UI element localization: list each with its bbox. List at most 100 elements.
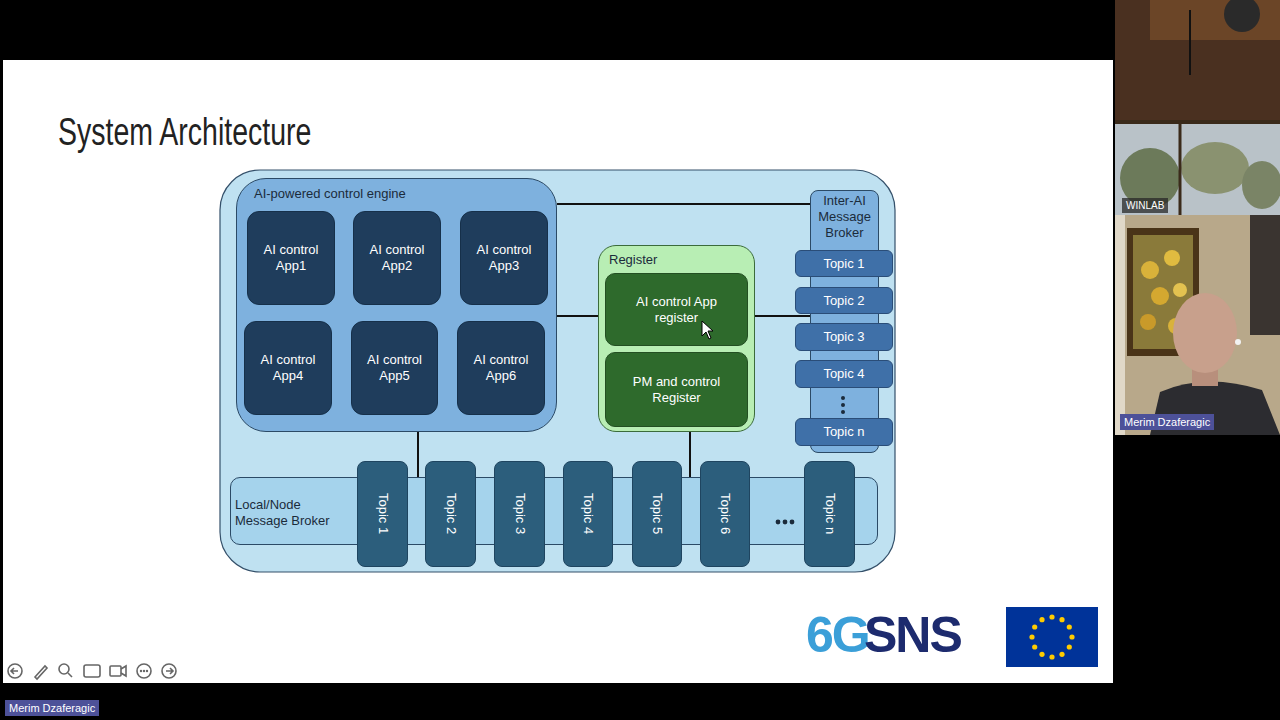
video-tree xyxy=(1242,161,1280,209)
box-label: Topic 1 xyxy=(375,493,391,534)
box-label: AI control App5 xyxy=(358,352,431,384)
register-group: RegisterAI control App registerPM and co… xyxy=(598,245,755,432)
speaker-head xyxy=(1173,293,1237,373)
logo-text: 6G xyxy=(806,607,869,663)
box-label: PM and control Register xyxy=(616,374,737,406)
toolbar-zoom xyxy=(59,664,69,674)
control-app: AI control App4 xyxy=(244,321,332,415)
video-cord xyxy=(1189,10,1191,75)
system-container xyxy=(220,170,895,572)
control-app: AI control App5 xyxy=(351,321,438,415)
sunflower xyxy=(1164,250,1180,266)
toolbar-pen xyxy=(35,666,47,679)
dot xyxy=(143,670,145,672)
eu-stars xyxy=(1029,614,1074,659)
dot xyxy=(841,396,845,400)
toolbar-captions xyxy=(84,665,100,677)
topic-box: Topic 3 xyxy=(494,461,545,567)
star xyxy=(1032,644,1037,649)
sunflower xyxy=(1140,314,1156,330)
sunflower xyxy=(1173,283,1187,297)
dot xyxy=(776,520,781,525)
sunflower xyxy=(1141,261,1159,279)
box-label: Topic 3 xyxy=(512,493,528,534)
mouse-cursor xyxy=(702,321,713,339)
star xyxy=(1059,617,1064,622)
slide-toolbar xyxy=(8,664,176,679)
video-window-frame xyxy=(1115,120,1280,124)
topic-box: Topic 3 xyxy=(795,323,893,351)
topic-box: Topic 5 xyxy=(632,461,682,567)
box-label: Topic 4 xyxy=(580,493,596,534)
connector-line xyxy=(557,203,810,205)
toolbar-next xyxy=(162,664,176,678)
group-heading: Register xyxy=(609,252,657,268)
dot xyxy=(146,670,148,672)
box-label: Topic 1 xyxy=(823,256,864,272)
connector-line xyxy=(755,315,810,317)
control-engine: AI-powered control engine AI control App1… xyxy=(236,178,557,432)
box-label: AI control App4 xyxy=(251,352,325,384)
control-app: AI control App3 xyxy=(460,211,548,305)
box-label: Topic 2 xyxy=(823,293,864,309)
toolbar-camera-lens xyxy=(121,666,126,676)
eu-flag xyxy=(1006,607,1098,667)
toolbar-next-arrow xyxy=(166,668,173,674)
group-heading: Inter-AI Message Broker xyxy=(811,193,878,241)
connector-line xyxy=(689,432,691,477)
topic-box: Topic 4 xyxy=(563,461,613,567)
control-app: AI control App6 xyxy=(457,321,545,415)
box-label: Topic n xyxy=(823,424,864,440)
box-label: Topic 4 xyxy=(823,366,864,382)
toolbar-zoom-handle xyxy=(68,673,72,677)
video-lamp xyxy=(1224,0,1260,32)
speaker-name-tag: Merim Dzaferagic xyxy=(1120,414,1214,430)
star xyxy=(1039,652,1044,657)
star xyxy=(1029,634,1034,639)
slide-area xyxy=(3,60,1113,683)
box-label: Topic 6 xyxy=(717,493,733,534)
toolbar-camera xyxy=(110,666,121,676)
dot xyxy=(790,520,795,525)
video-wall xyxy=(1115,215,1280,435)
message-broker-band: Local/Node Message Broker Topic 1 Topic 2 T… xyxy=(230,477,878,545)
video-beam xyxy=(1150,0,1280,40)
logo-text: SNS xyxy=(864,607,961,663)
control-app: AI control App1 xyxy=(247,211,335,305)
video-window-frame xyxy=(1179,122,1182,215)
box-label: AI control App1 xyxy=(254,242,328,274)
topic-box: Topic 1 xyxy=(357,461,408,567)
message-broker: Inter-AI Message BrokerTopic 1 Topic 2 Top… xyxy=(810,190,879,453)
box-label: Topic 2 xyxy=(443,493,459,534)
star xyxy=(1049,614,1054,619)
dot xyxy=(841,410,845,414)
topic-box: Topic 2 xyxy=(425,461,476,567)
dot xyxy=(841,403,845,407)
toolbar-more xyxy=(137,664,151,678)
group-heading: Local/Node Message Broker xyxy=(235,497,345,529)
topic-box: Topic 1 xyxy=(795,250,893,277)
dot xyxy=(783,520,788,525)
star xyxy=(1039,617,1044,622)
slide-title: System Architecture xyxy=(58,110,311,154)
box-label: AI control App2 xyxy=(360,242,434,274)
star xyxy=(1032,624,1037,629)
video-wall-light xyxy=(1115,215,1125,435)
group-heading: AI-powered control engine xyxy=(254,186,406,202)
toolbar-back xyxy=(8,664,22,678)
toolbar-back-arrow xyxy=(11,668,18,674)
box-label: AI control App3 xyxy=(467,242,541,274)
video-source-tag: WINLAB xyxy=(1122,198,1168,213)
sunflower xyxy=(1151,287,1169,305)
connector-line xyxy=(557,315,598,317)
star xyxy=(1067,644,1072,649)
dot xyxy=(140,670,142,672)
star xyxy=(1059,652,1064,657)
topic-box: Topic n xyxy=(804,461,855,567)
topic-box: Topic 4 xyxy=(795,360,893,388)
control-app: AI control App2 xyxy=(353,211,441,305)
box-label: AI control App6 xyxy=(464,352,538,384)
star xyxy=(1067,624,1072,629)
topic-box: Topic n xyxy=(795,418,893,446)
